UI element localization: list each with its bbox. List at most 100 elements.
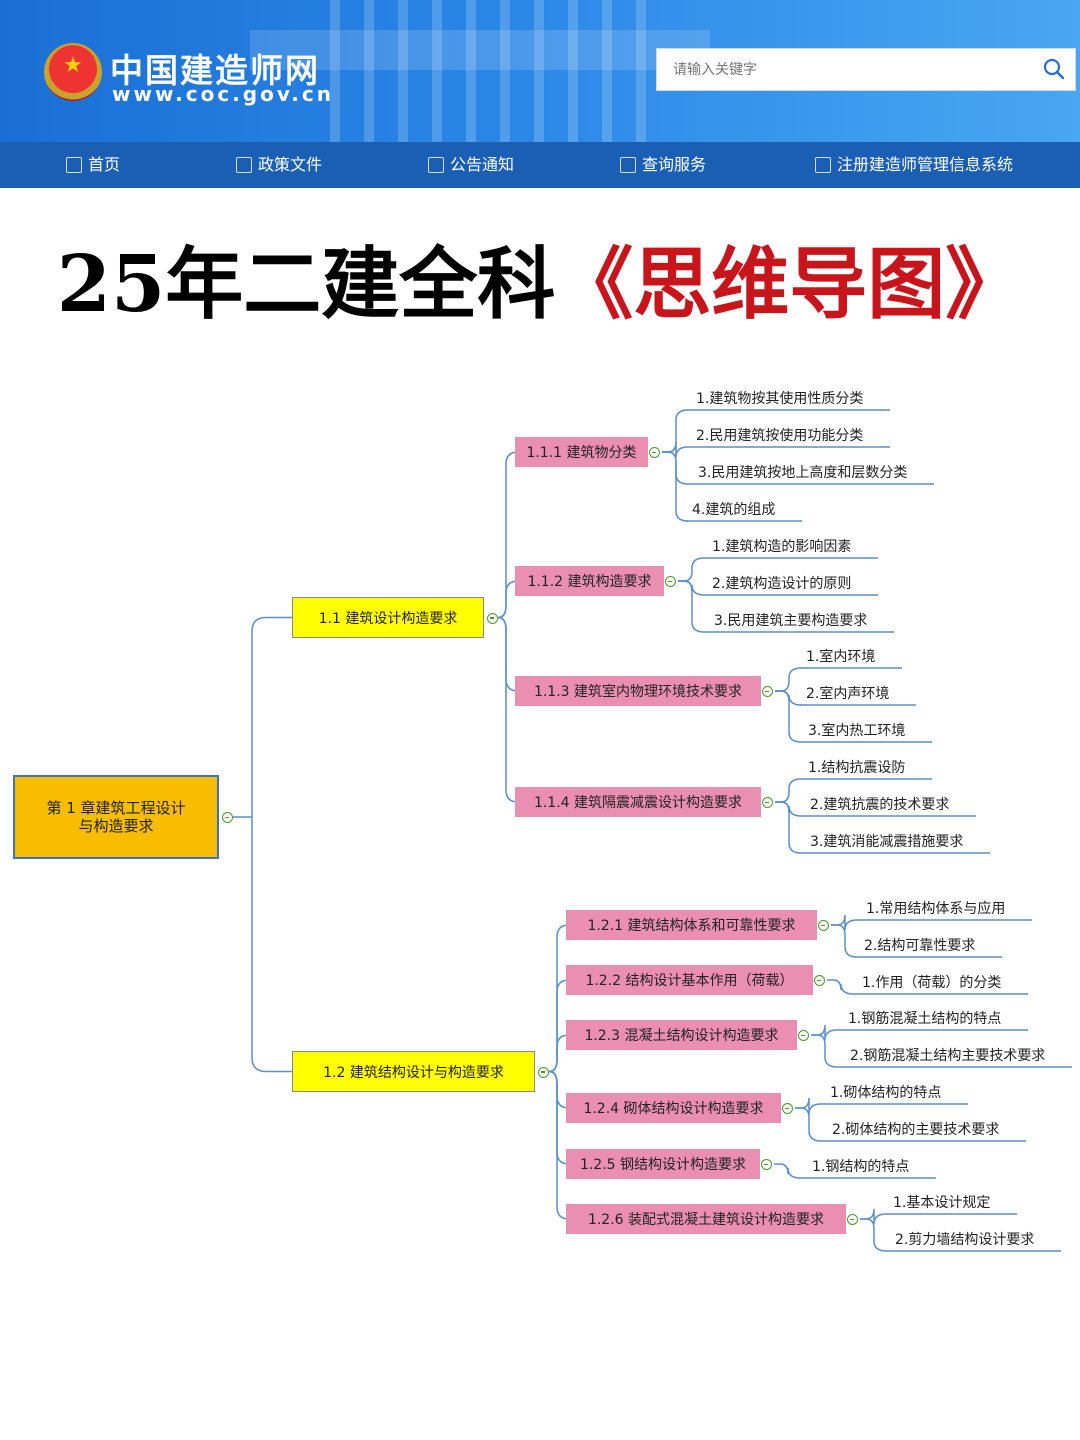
header-background-image — [330, 0, 650, 142]
leaf-node[interactable]: 2.建筑抗震的技术要求 — [810, 797, 950, 813]
connector-line — [775, 778, 802, 803]
group-node[interactable]: 1.1.4 建筑隔震减震设计构造要求 — [515, 787, 761, 817]
connector-line — [662, 451, 692, 485]
collapse-toggle-icon[interactable] — [487, 612, 498, 624]
connector-line — [548, 1070, 570, 1220]
connector-line — [775, 801, 804, 854]
connector-line — [662, 441, 690, 458]
emblem-star-icon: ★ — [63, 53, 83, 78]
collapse-toggle-icon[interactable] — [814, 975, 825, 986]
connector-line — [827, 979, 856, 995]
connector-line — [497, 616, 519, 803]
collapse-toggle-icon[interactable] — [665, 576, 676, 587]
title-highlight: 《思维导图》 — [555, 239, 1024, 330]
collapse-toggle-icon[interactable] — [649, 447, 660, 458]
title-main: 25年二建全科 — [56, 239, 556, 330]
collapse-toggle-icon[interactable] — [538, 1066, 549, 1078]
nav-notice-label: 公告通知 — [450, 155, 515, 174]
collapse-toggle-icon[interactable] — [782, 1103, 793, 1114]
leaf-node[interactable]: 2.民用建筑按使用功能分类 — [696, 428, 864, 444]
connector-line — [775, 667, 802, 692]
site-name[interactable]: 中国建造师网 — [110, 51, 320, 90]
leaf-node[interactable]: 1.基本设计规定 — [893, 1195, 991, 1211]
query-icon — [620, 157, 636, 173]
leaf-node[interactable]: 1.砌体结构的特点 — [830, 1085, 942, 1101]
connector-line — [251, 616, 292, 817]
group-node[interactable]: 1.2.3 混凝土结构设计构造要求 — [566, 1020, 797, 1050]
nav-notice[interactable]: 公告通知 — [428, 142, 514, 188]
leaf-node[interactable]: 2.结构可靠性要求 — [864, 938, 976, 954]
leaf-node[interactable]: 1.建筑物按其使用性质分类 — [696, 391, 864, 407]
leaf-node[interactable]: 2.室内声环境 — [806, 686, 890, 702]
connector-line — [831, 924, 858, 958]
leaf-node[interactable]: 2.钢筋混凝土结构主要技术要求 — [850, 1048, 1046, 1064]
collapse-toggle-icon[interactable] — [762, 686, 773, 697]
connector-line — [831, 914, 860, 931]
connector-line — [811, 1034, 844, 1068]
leaf-node[interactable]: 3.民用建筑主要构造要求 — [714, 613, 868, 629]
site-url[interactable]: www.coc.gov.cn — [112, 82, 334, 106]
connector-line — [662, 451, 689, 522]
connector-line — [860, 1218, 889, 1252]
group-node[interactable]: 1.2.5 钢结构设计构造要求 — [566, 1149, 760, 1179]
leaf-node[interactable]: 4.建筑的组成 — [692, 502, 776, 518]
search-input[interactable] — [671, 49, 1025, 90]
notice-icon — [428, 157, 444, 173]
main-nav: 首页 政策文件 公告通知 查询服务 注册建造师管理信息系统 — [0, 142, 1080, 188]
leaf-node[interactable]: 2.砌体结构的主要技术要求 — [832, 1122, 1000, 1138]
connector-line — [775, 690, 802, 743]
leaf-node[interactable]: 3.民用建筑按地上高度和层数分类 — [698, 465, 908, 481]
connector-line — [860, 1208, 887, 1225]
leaf-node[interactable]: 1.作用（荷载）的分类 — [862, 975, 1002, 991]
group-node[interactable]: 1.2.4 砌体结构设计构造要求 — [566, 1093, 781, 1123]
home-icon — [66, 157, 82, 173]
collapse-toggle-icon[interactable] — [761, 1159, 772, 1170]
nav-policy-label: 政策文件 — [258, 155, 323, 174]
mindmap-root-node[interactable]: 第 1 章建筑工程设计与构造要求 — [13, 775, 219, 859]
search-box — [656, 48, 1076, 91]
nav-policy[interactable]: 政策文件 — [236, 142, 322, 188]
group-node[interactable]: 1.1.3 建筑室内物理环境技术要求 — [515, 676, 761, 706]
connector-line — [678, 557, 706, 582]
national-emblem-logo[interactable]: ★ — [44, 43, 102, 101]
page-title: 25年二建全科《思维导图》 — [0, 240, 1080, 330]
group-node[interactable]: 1.1.1 建筑物分类 — [515, 437, 648, 467]
leaf-node[interactable]: 3.建筑消能减震措施要求 — [810, 834, 964, 850]
connector-line — [774, 1163, 806, 1179]
group-node[interactable]: 1.2.1 建筑结构体系和可靠性要求 — [566, 910, 817, 940]
nav-home[interactable]: 首页 — [66, 142, 120, 188]
leaf-node[interactable]: 3.室内热工环境 — [808, 723, 906, 739]
chart-icon — [815, 157, 831, 173]
document-icon — [236, 157, 252, 173]
section-node-2[interactable]: 1.2 建筑结构设计与构造要求 — [292, 1051, 535, 1092]
leaf-node[interactable]: 1.室内环境 — [806, 649, 876, 665]
collapse-toggle-icon[interactable] — [762, 797, 773, 808]
search-icon[interactable] — [1043, 58, 1065, 80]
nav-home-label: 首页 — [88, 155, 121, 174]
collapse-toggle-icon[interactable] — [847, 1214, 858, 1225]
leaf-node[interactable]: 1.建筑构造的影响因素 — [712, 539, 852, 555]
leaf-node[interactable]: 2.建筑构造设计的原则 — [712, 576, 852, 592]
header-background-band — [250, 30, 710, 70]
nav-registry-label: 注册建造师管理信息系统 — [837, 155, 1014, 174]
connector-line — [548, 1034, 570, 1073]
leaf-node[interactable]: 2.剪力墙结构设计要求 — [895, 1232, 1035, 1248]
site-header: ★ 中国建造师网 www.coc.gov.cn — [0, 0, 1080, 142]
collapse-toggle-icon[interactable] — [222, 812, 233, 823]
leaf-node[interactable]: 1.钢结构的特点 — [812, 1159, 910, 1175]
group-node[interactable]: 1.1.2 建筑构造要求 — [515, 566, 664, 596]
group-node[interactable]: 1.2.6 装配式混凝土建筑设计构造要求 — [566, 1204, 846, 1234]
nav-query-label: 查询服务 — [642, 155, 707, 174]
collapse-toggle-icon[interactable] — [798, 1030, 809, 1041]
section-node-1[interactable]: 1.1 建筑设计构造要求 — [292, 597, 484, 638]
connector-line — [251, 817, 292, 1073]
leaf-node[interactable]: 1.结构抗震设防 — [808, 760, 906, 776]
group-node[interactable]: 1.2.2 结构设计基本作用（荷载） — [566, 965, 813, 995]
collapse-toggle-icon[interactable] — [818, 920, 829, 931]
leaf-node[interactable]: 1.常用结构体系与应用 — [866, 901, 1006, 917]
nav-registry-system[interactable]: 注册建造师管理信息系统 — [815, 142, 1013, 188]
connector-line — [678, 580, 708, 633]
nav-query[interactable]: 查询服务 — [620, 142, 706, 188]
leaf-node[interactable]: 1.钢筋混凝土结构的特点 — [848, 1011, 1002, 1027]
